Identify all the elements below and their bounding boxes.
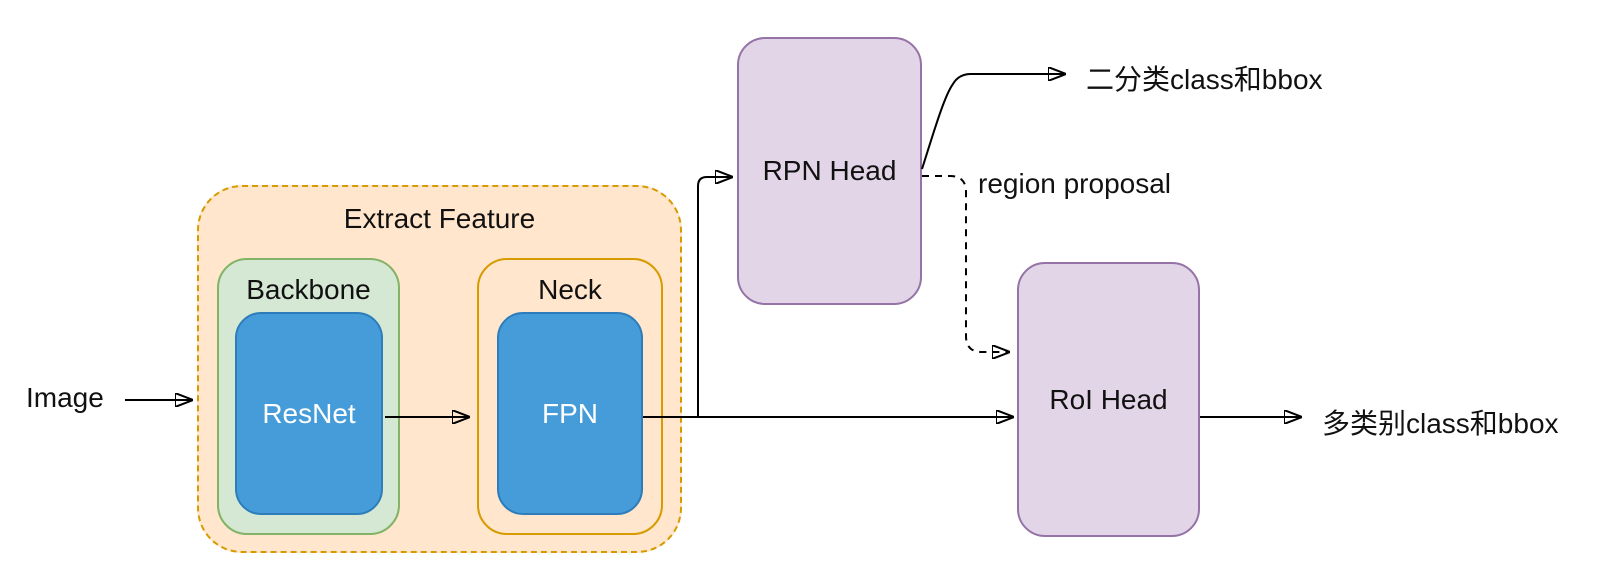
fpn-block: FPN [497, 312, 643, 515]
image-input-label: Image [26, 382, 104, 413]
backbone-label: Backbone [246, 274, 371, 305]
region-proposal-label: region proposal [978, 168, 1172, 199]
edge-rpn-to-roi-region-proposal [922, 175, 1008, 352]
resnet-block: ResNet [235, 312, 383, 515]
fpn-label: FPN [542, 397, 598, 429]
multiclass-bbox-label: 多类别class和bbox [1322, 408, 1559, 439]
edge-fpn-to-rpn-head [697, 177, 731, 417]
binary-class-bbox-label: 二分类class和bbox [1086, 64, 1323, 95]
edge-rpn-to-binary-output [921, 74, 1064, 170]
extract-feature-label: Extract Feature [343, 203, 536, 234]
neck-label: Neck [538, 274, 602, 305]
roi-head-label: RoI Head [1049, 383, 1168, 415]
roi-head-block: RoI Head [1017, 262, 1200, 537]
rpn-head-block: RPN Head [737, 37, 922, 305]
rpn-head-label: RPN Head [762, 155, 897, 186]
resnet-label: ResNet [262, 397, 356, 429]
